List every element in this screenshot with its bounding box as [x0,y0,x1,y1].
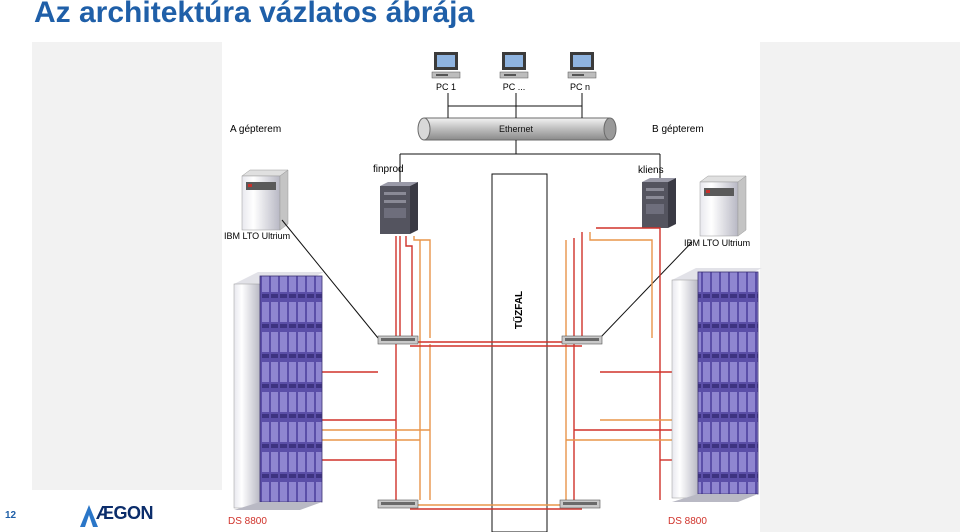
pc-1-label: PC 1 [436,82,456,92]
storage-b-label: DS 8800 [668,516,707,527]
san-switch-a-top [377,335,419,345]
server-finprod-icon [380,182,418,234]
tape-a-label: IBM LTO Ultrium [224,231,290,241]
tape-library-a-icon [241,169,289,231]
left-background-panel [32,42,222,490]
logo-text: ÆGON [96,503,154,523]
server-b-label: kliens [638,165,664,176]
ethernet-label: Ethernet [499,124,534,134]
pc-middle-label: PC ... [503,82,526,92]
page-number: 12 [5,510,17,521]
pc-n-icon [567,52,597,79]
tape-b-label: IBM LTO Ultrium [684,238,750,248]
aegon-logo-mark-icon [80,505,98,527]
pc-n-label: PC n [570,82,590,92]
server-a-label: finprod [373,164,404,175]
san-links [320,227,672,510]
pc-links [399,93,661,182]
room-a-label: A gépterem [230,124,281,135]
firewall-label: TŰZFAL [512,291,525,329]
firewall: TŰZFAL [491,173,548,532]
san-switch-a-bottom [377,499,419,509]
pc-middle-icon [499,52,529,79]
storage-ds8800-b-icon [671,268,762,502]
tape-links [281,219,693,339]
slide-title: Az architektúra vázlatos ábrája [34,0,475,29]
storage-ds8800-a-icon [233,272,324,510]
storage-a-label: DS 8800 [228,516,267,527]
san-switch-b-top [561,335,603,345]
right-background-panel [760,42,960,532]
san-switch-b-bottom [559,499,601,509]
pc-1-icon [431,52,461,79]
ethernet-pipe: Ethernet [417,117,617,141]
room-b-label: B gépterem [652,124,704,135]
server-kliens-icon [642,178,676,228]
aegon-logo: ÆGON [78,503,154,529]
tape-library-b-icon [699,175,747,237]
